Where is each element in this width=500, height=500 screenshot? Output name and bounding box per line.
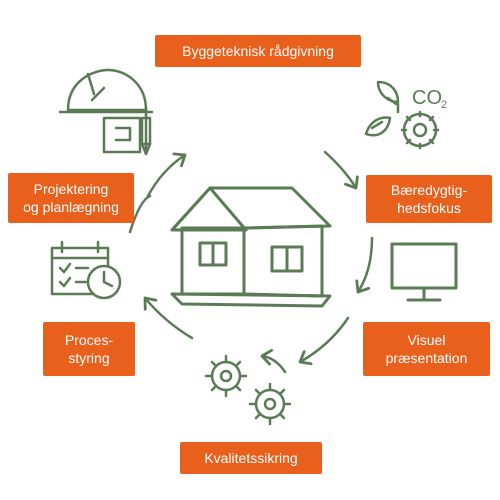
label-line-2: hedsfokus [397, 200, 461, 216]
label-line-1: Bæredygtig- [390, 182, 468, 198]
cycle-arrows [128, 150, 374, 374]
label-line-1: Proces- [64, 332, 114, 348]
label-line-2: og planlægning [23, 199, 119, 215]
helmet-blueprint-icon [58, 68, 154, 156]
arrow-bottom-to-left-bottom [143, 296, 194, 340]
monitor-icon [390, 242, 458, 302]
label-visuel-praesentation: Visuel præsentation [363, 322, 490, 376]
co2-text: CO [412, 87, 442, 109]
label-processtyring: Proces- styring [43, 322, 135, 376]
calendar-clock-icon [50, 240, 122, 300]
label-baeredygtighedsfokus: Bæredygtig- hedsfokus [366, 175, 492, 223]
co2-leaf-gear-icon: CO 2 [364, 80, 447, 150]
gears-icon [204, 354, 292, 426]
arrow-left-top-to-top [146, 152, 187, 198]
arrow-right-to-right-bottom [355, 236, 374, 294]
label-line-2: styring [68, 350, 110, 366]
arrow-bottom-inner [260, 348, 287, 374]
label-projektering-og-planlaegning: Projektering og planlægning [8, 173, 134, 223]
label-kvalitetssikring: Kvalitetssikring [180, 442, 322, 474]
house-icon [170, 186, 332, 308]
co2-subscript: 2 [441, 99, 447, 111]
label-text: Kvalitetssikring [204, 450, 298, 466]
label-byggeteknisk-raadgivning: Byggeteknisk rådgivning [155, 35, 361, 67]
label-line-1: Visuel [407, 332, 446, 348]
label-line-1: Projektering [33, 181, 109, 197]
arrow-right-bottom-to-bottom [298, 316, 350, 366]
arrow-top-to-right [323, 150, 359, 190]
label-text: Byggeteknisk rådgivning [182, 43, 334, 59]
label-line-2: præsentation [385, 350, 468, 366]
